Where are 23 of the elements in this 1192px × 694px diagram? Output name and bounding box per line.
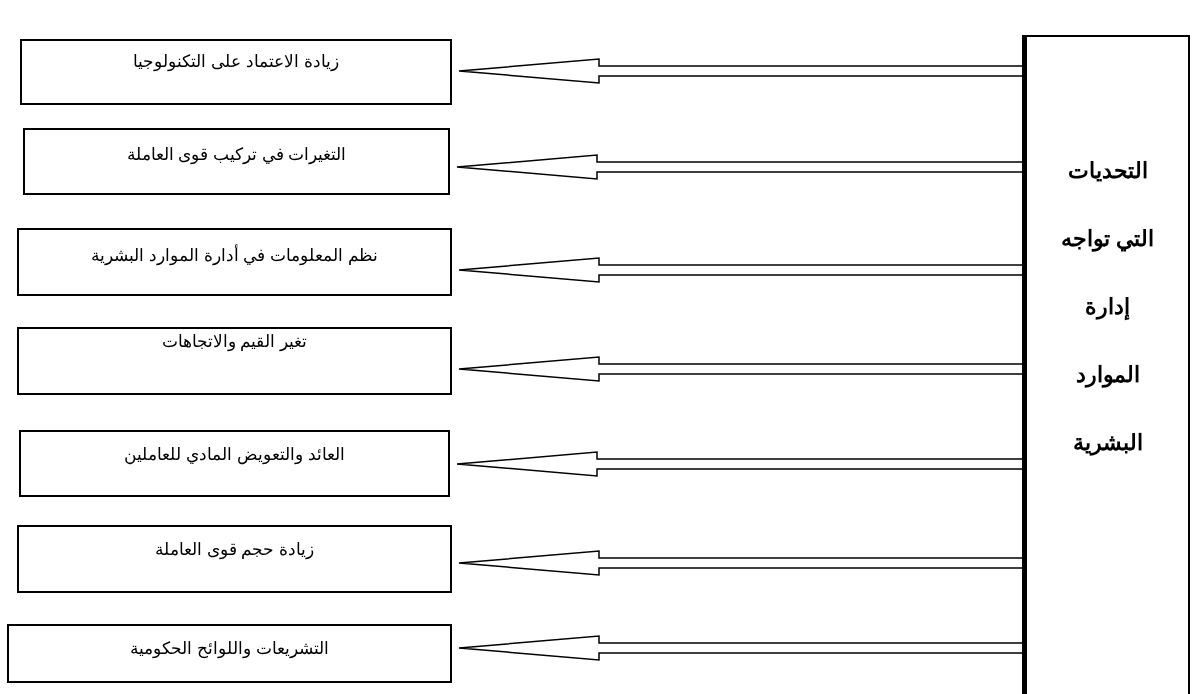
challenge-box: [17, 327, 452, 395]
challenge-text: التغيرات في تركيب قوى العاملة: [126, 144, 347, 165]
challenge-box: [23, 128, 450, 195]
challenge-text: التشريعات واللوائح الحكومية: [130, 638, 329, 659]
heading-box: [1022, 35, 1190, 694]
challenge-box: [17, 525, 452, 593]
challenge-text: العائد والتعويض المادي للعاملين: [124, 444, 345, 465]
block-arrow: [456, 154, 1024, 180]
block-arrow: [458, 58, 1024, 84]
block-arrow: [456, 451, 1024, 477]
challenge-text: نظم المعلومات في أدارة الموارد البشرية: [91, 245, 378, 266]
block-arrow: [458, 550, 1024, 576]
challenge-text: تغير القيم والاتجاهات: [161, 331, 308, 352]
challenge-box: [19, 430, 450, 497]
challenge-text: زيادة حجم قوى العاملة: [154, 539, 315, 560]
challenge-box: [17, 228, 452, 296]
block-arrow: [458, 356, 1024, 382]
challenge-text: زيادة الاعتماد على التكنولوجيا: [133, 51, 339, 72]
challenge-box: [7, 624, 452, 683]
block-arrow: [458, 257, 1024, 283]
heading-text: التحديات التي تواجه إدارة الموارد البشرية: [1059, 157, 1156, 458]
challenge-box: [20, 39, 452, 105]
block-arrow: [458, 635, 1024, 661]
